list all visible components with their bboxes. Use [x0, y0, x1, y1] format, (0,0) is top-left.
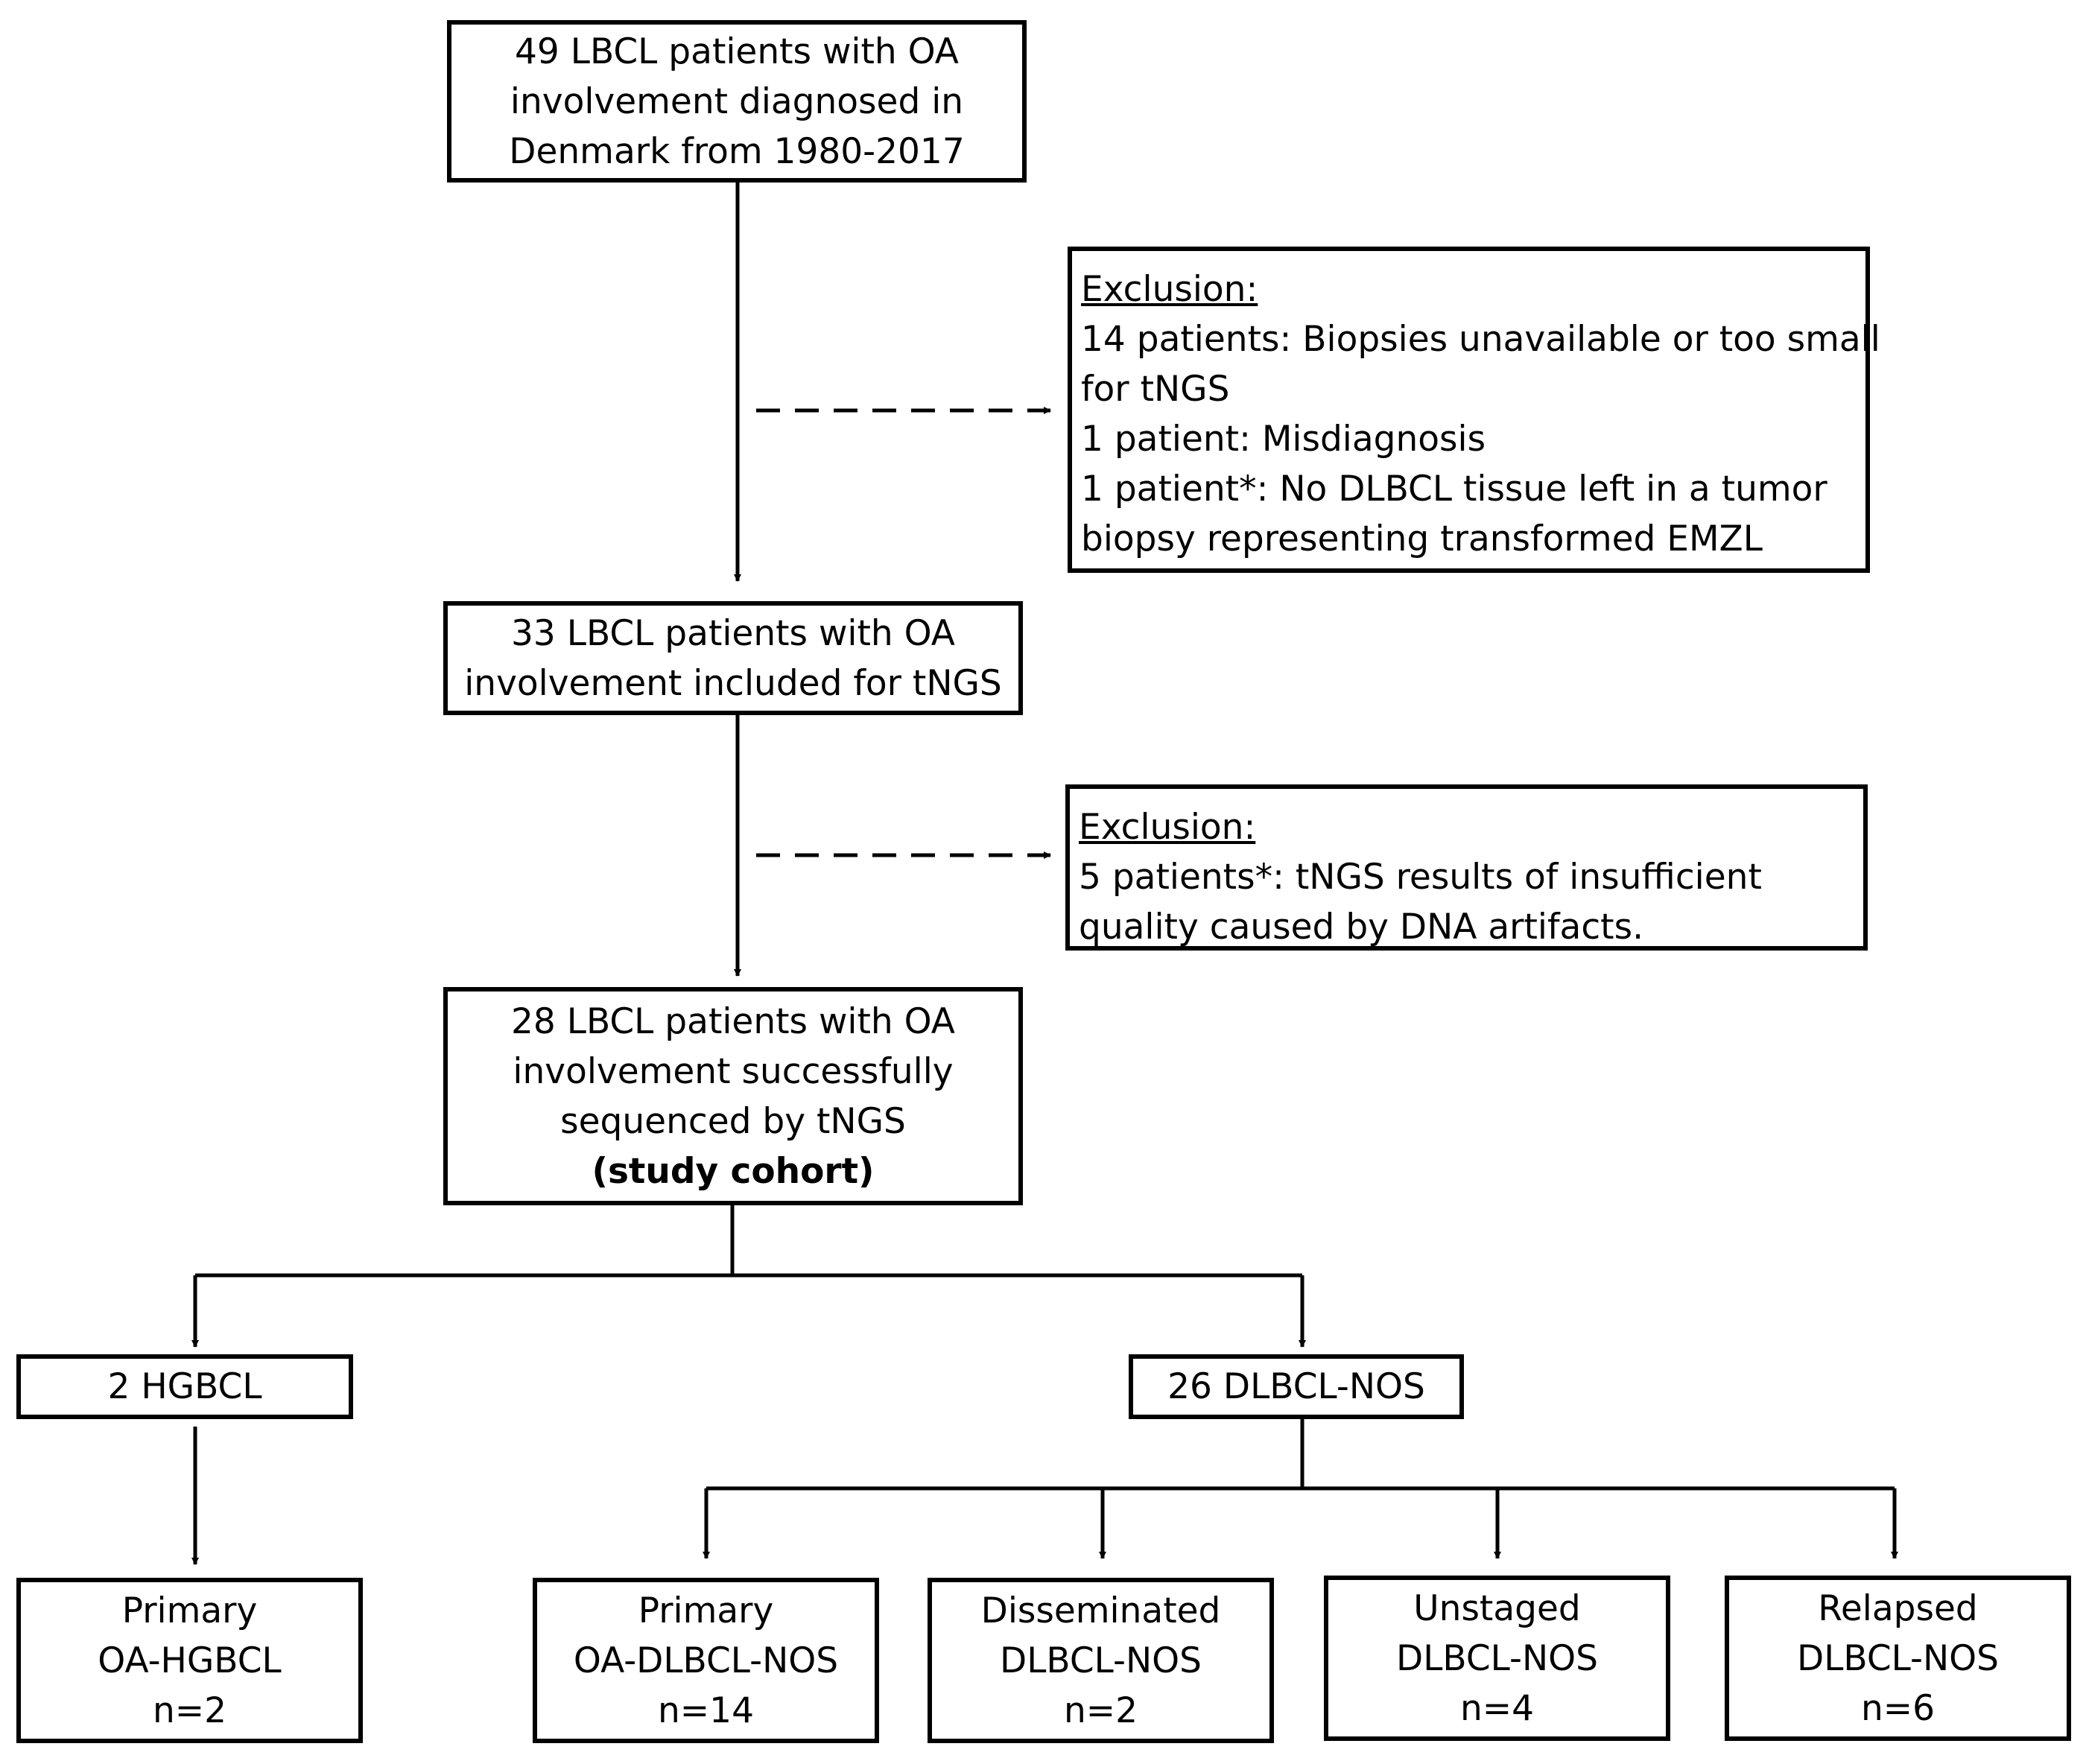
- hgbcl-label: 2 HGBCL: [107, 1366, 262, 1407]
- cohort-line-2: involvement successfully: [513, 1050, 954, 1092]
- box-primary-oa-dlbcl: Primary OA-DLBCL-NOS n=14: [533, 1578, 879, 1743]
- relapsed-line-3: n=6: [1860, 1687, 1936, 1729]
- included-line-1: 33 LBCL patients with OA: [511, 612, 955, 654]
- unstaged-line-2: DLBCL-NOS: [1396, 1637, 1598, 1679]
- box-disseminated: Disseminated DLBCL-NOS n=2: [928, 1578, 1274, 1743]
- exclusion1-line-1: 14 patients: Biopsies unavailable or too…: [1081, 319, 1880, 360]
- primary-hgbcl-line-2: OA-HGBCL: [98, 1640, 282, 1681]
- box-primary-oa-hgbcl: Primary OA-HGBCL n=2: [16, 1578, 363, 1743]
- box-dlbcl-nos: 26 DLBCL-NOS: [1129, 1354, 1464, 1419]
- primary-dlbcl-line-2: OA-DLBCL-NOS: [573, 1640, 839, 1681]
- cohort-line-3: sequenced by tNGS: [560, 1100, 906, 1142]
- included-line-2: involvement included for tNGS: [464, 662, 1002, 704]
- box-relapsed: Relapsed DLBCL-NOS n=6: [1725, 1576, 2071, 1741]
- disseminated-line-1: Disseminated: [980, 1590, 1221, 1631]
- cohort-bold-line: (study cohort): [592, 1150, 875, 1192]
- exclusion1-line-3: 1 patient: Misdiagnosis: [1081, 419, 1486, 460]
- box-included: 33 LBCL patients with OA involvement inc…: [443, 601, 1023, 715]
- unstaged-line-1: Unstaged: [1413, 1587, 1581, 1629]
- initial-line-1: 49 LBCL patients with OA: [515, 31, 959, 72]
- box-exclusion-1: Exclusion: 14 patients: Biopsies unavail…: [1068, 247, 1880, 573]
- disseminated-line-3: n=2: [1063, 1690, 1138, 1731]
- exclusion1-line-5: biopsy representing transformed EMZL: [1081, 518, 1763, 559]
- box-exclusion-2: Exclusion: 5 patients*: tNGS results of …: [1065, 784, 1868, 951]
- exclusion2-line-2: quality caused by DNA artifacts.: [1079, 907, 1644, 948]
- primary-dlbcl-line-1: Primary: [638, 1590, 774, 1631]
- box-unstaged: Unstaged DLBCL-NOS n=4: [1324, 1576, 1670, 1741]
- primary-hgbcl-line-3: n=2: [152, 1690, 227, 1731]
- initial-line-2: involvement diagnosed in: [510, 80, 964, 122]
- relapsed-line-2: DLBCL-NOS: [1797, 1637, 1999, 1679]
- primary-dlbcl-line-3: n=14: [658, 1690, 754, 1731]
- exclusion1-line-2: for tNGS: [1081, 369, 1230, 410]
- exclusion1-line-4: 1 patient*: No DLBCL tissue left in a tu…: [1081, 469, 1827, 510]
- disseminated-line-2: DLBCL-NOS: [1000, 1640, 1202, 1681]
- unstaged-line-3: n=4: [1459, 1687, 1535, 1729]
- box-initial-cohort: 49 LBCL patients with OA involvement dia…: [447, 20, 1027, 183]
- box-hgbcl: 2 HGBCL: [16, 1354, 353, 1419]
- dlbcl-label: 26 DLBCL-NOS: [1167, 1366, 1425, 1407]
- relapsed-line-1: Relapsed: [1818, 1587, 1978, 1629]
- primary-hgbcl-line-1: Primary: [121, 1590, 258, 1631]
- exclusion1-heading: Exclusion:: [1081, 269, 1258, 310]
- exclusion2-heading: Exclusion:: [1079, 807, 1256, 848]
- box-study-cohort: 28 LBCL patients with OA involvement suc…: [443, 987, 1023, 1205]
- cohort-line-1: 28 LBCL patients with OA: [511, 1000, 955, 1042]
- exclusion2-line-1: 5 patients*: tNGS results of insufficien…: [1079, 857, 1762, 898]
- initial-line-3: Denmark from 1980-2017: [509, 130, 965, 172]
